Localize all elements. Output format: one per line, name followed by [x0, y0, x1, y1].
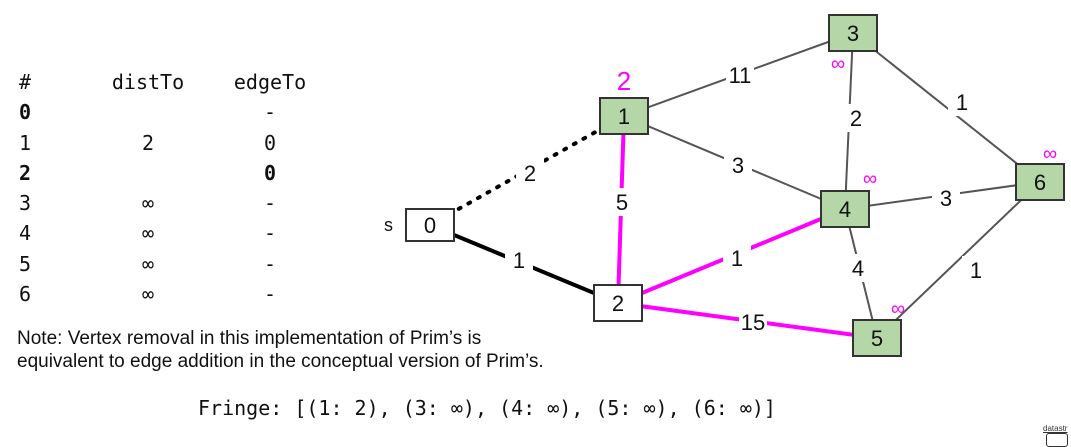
fringe-text: Fringe: [(1: 2), (3: ∞), (4: ∞), (5: ∞),… — [198, 396, 776, 420]
row-vertex-2: 2 — [19, 161, 32, 185]
edge-weight-1-3: 11 — [729, 63, 752, 88]
row-dist-1: 2 — [141, 131, 155, 155]
dist-table: # distTo edgeTo 0 - 1 2 0 2 0 3 ∞ - 4 ∞ … — [0, 0, 360, 320]
node-dist-6: ∞ — [1043, 143, 1057, 165]
node-label-1: 1 — [618, 104, 630, 129]
source-marker: s — [384, 215, 393, 235]
row-edge-3: - — [263, 191, 277, 215]
edge-weight-4-6: 3 — [940, 186, 952, 211]
edge-weight-bg-4-5 — [844, 254, 872, 282]
row-dist-4: ∞ — [141, 221, 155, 245]
edge-weight-bg-2-4 — [723, 244, 751, 272]
edge-weight-2-4: 1 — [731, 246, 743, 271]
node-label-3: 3 — [847, 21, 859, 46]
row-edge-5: - — [263, 252, 277, 276]
node-dist-1: 2 — [617, 66, 631, 96]
edge-weight-5-6: 1 — [970, 258, 982, 283]
note-line-1: Note: Vertex removal in this implementat… — [17, 328, 482, 349]
header-edge-to: edgeTo — [233, 70, 307, 94]
node-6 — [1015, 163, 1065, 201]
node-label-5: 5 — [871, 326, 883, 351]
row-dist-5: ∞ — [141, 252, 155, 276]
edge-weight-4-5: 4 — [852, 256, 864, 281]
node-label-2: 2 — [612, 291, 624, 316]
edge-weight-bg-3-6 — [948, 88, 976, 116]
node-0 — [405, 208, 455, 242]
license-icon — [1046, 433, 1068, 447]
edge-weight-bg-1-3 — [726, 61, 754, 89]
node-4 — [820, 190, 870, 228]
node-dist-3: ∞ — [831, 53, 845, 75]
edge-3-6 — [852, 32, 1041, 183]
row-vertex-4: 4 — [19, 221, 32, 245]
edge-weight-bg-4-6 — [932, 184, 960, 212]
edge-weight-3-6: 1 — [956, 90, 968, 115]
row-dist-6: ∞ — [141, 282, 155, 306]
row-edge-2: 0 — [263, 161, 277, 185]
header-dist-to: distTo — [111, 70, 185, 94]
edge-weight-bg-5-6 — [962, 256, 990, 284]
node-dist-4: ∞ — [863, 168, 877, 190]
row-vertex-3: 3 — [19, 191, 32, 215]
credit-link[interactable]: datastr — [1043, 424, 1068, 433]
row-vertex-0: 0 — [19, 100, 32, 124]
node-5 — [852, 319, 902, 357]
node-label-4: 4 — [839, 197, 851, 222]
edge-weight-0-2: 1 — [513, 248, 525, 273]
header-vertex: # — [19, 70, 32, 94]
node-3 — [828, 14, 878, 52]
row-edge-6: - — [263, 282, 277, 306]
edge-5-6 — [876, 181, 1041, 339]
node-dist-5: ∞ — [891, 298, 905, 320]
edge-weight-bg-1-2 — [608, 188, 636, 216]
node-1 — [599, 97, 649, 135]
edge-weight-1-2: 5 — [616, 190, 628, 215]
edge-weight-bg-0-2 — [505, 246, 533, 274]
row-edge-4: - — [263, 221, 277, 245]
edge-weight-bg-0-1 — [516, 159, 544, 187]
note-line-2: equivalent to edge addition in the conce… — [17, 351, 544, 372]
node-label-6: 6 — [1034, 170, 1046, 195]
edge-weight-2-5: 15 — [741, 310, 765, 335]
edge-weight-0-1: 2 — [524, 161, 536, 186]
edge-weight-1-4: 3 — [732, 153, 744, 178]
row-vertex-5: 5 — [19, 252, 32, 276]
edge-weight-bg-1-4 — [724, 151, 752, 179]
implementation-note: Note: Vertex removal in this implementat… — [17, 327, 544, 373]
node-2 — [593, 284, 643, 322]
edge-weight-3-4: 2 — [850, 106, 862, 131]
row-edge-0: - — [263, 100, 277, 124]
edge-weight-bg-3-4 — [842, 104, 870, 132]
row-vertex-6: 6 — [19, 282, 32, 306]
edge-weight-bg-2-5 — [739, 308, 767, 336]
row-dist-3: ∞ — [141, 191, 155, 215]
node-label-0: 0 — [424, 213, 436, 238]
row-vertex-1: 1 — [19, 131, 32, 155]
row-edge-1: 0 — [263, 131, 277, 155]
